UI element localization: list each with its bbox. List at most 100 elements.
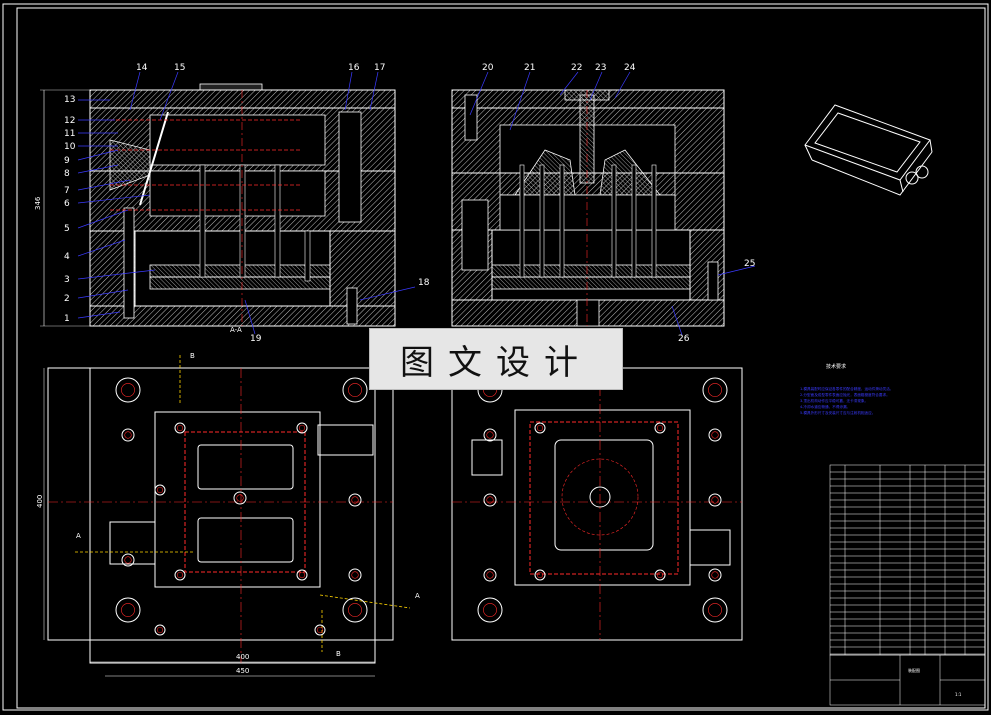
part-label-3: 3 <box>64 275 70 285</box>
mold-hole-right-10-inner <box>536 424 544 432</box>
part-label-4: 4 <box>64 252 70 262</box>
part-label-18: 18 <box>418 278 430 288</box>
plan-right-holes <box>477 377 728 623</box>
part-label-22: 22 <box>571 63 582 73</box>
section-height-dimension: 346 <box>34 196 42 210</box>
title-block-scale: 1:1 <box>955 692 962 697</box>
mold-hole-left-10 <box>174 569 186 581</box>
tech-note-line-1: 1.模具装配时应保证各零件的配合精度，运动件滑动灵活。 <box>800 386 893 391</box>
mold-hole-left-3 <box>342 597 368 623</box>
watermark-banner: 图文设计 <box>369 328 623 390</box>
section-view-left <box>40 83 396 327</box>
part-label-11: 11 <box>64 129 75 139</box>
mold-hole-left-0-inner <box>121 383 135 397</box>
mold-hole-left-3-inner <box>348 603 362 617</box>
tech-note-line-4: 4.冷却水道应畅通，不得渗漏。 <box>800 404 850 409</box>
mold-hole-left-1 <box>342 377 368 403</box>
mold-hole-right-3 <box>702 597 728 623</box>
mold-hole-left-14 <box>314 624 326 636</box>
mold-hole-left-10-inner <box>176 571 184 579</box>
mold-hole-left-12-inner <box>156 486 164 494</box>
mold-hole-right-6 <box>483 568 497 582</box>
mold-hole-right-10 <box>534 422 546 434</box>
mold-hole-left-0 <box>115 377 141 403</box>
plan-left-holes <box>115 377 368 636</box>
part-label-10: 10 <box>64 142 76 152</box>
tech-notes: 技术要求 1.模具装配时应保证各零件的配合精度，运动件滑动灵活。 2.分型面及成… <box>800 363 893 415</box>
section-view-right <box>451 89 725 327</box>
bom-table <box>829 464 986 706</box>
part-label-8: 8 <box>64 169 70 179</box>
tech-note-line-2: 2.分型面及成型零件表面应抛光，表面粗糙度符合要求。 <box>800 392 890 397</box>
mold-hole-right-13-inner <box>656 571 664 579</box>
mold-hole-right-5 <box>483 493 497 507</box>
mold-hole-right-6-inner <box>486 571 494 579</box>
mold-hole-left-14-inner <box>316 626 324 634</box>
part-label-25: 25 <box>744 259 755 269</box>
part-label-19: 19 <box>250 334 262 344</box>
part-label-9: 9 <box>64 156 70 166</box>
plan-height-dimension: 400 <box>36 495 44 508</box>
left-leaders <box>77 71 416 335</box>
mold-hole-right-2-inner <box>483 603 497 617</box>
plan-view-left <box>43 355 411 677</box>
part-label-12: 12 <box>64 116 75 126</box>
mold-hole-left-13 <box>154 624 166 636</box>
mold-hole-left-11 <box>296 569 308 581</box>
mold-hole-left-5 <box>121 553 135 567</box>
mold-hole-right-3-inner <box>708 603 722 617</box>
mold-hole-left-2 <box>115 597 141 623</box>
mold-hole-right-1-inner <box>708 383 722 397</box>
part-label-17: 17 <box>374 63 385 73</box>
mold-hole-right-1 <box>702 377 728 403</box>
mold-hole-left-2-inner <box>121 603 135 617</box>
mold-hole-left-15-inner <box>236 494 244 502</box>
mold-hole-left-9 <box>296 422 308 434</box>
part-label-16: 16 <box>348 63 360 73</box>
part-label-1: 1 <box>64 314 70 324</box>
tech-note-line-3: 3.顶出机构动作应平稳可靠，无卡滞现象。 <box>800 398 868 403</box>
mold-hole-left-12 <box>154 484 166 496</box>
mold-hole-left-4-inner <box>124 431 132 439</box>
mold-hole-left-5-inner <box>124 556 132 564</box>
mold-hole-right-5-inner <box>486 496 494 504</box>
mold-hole-left-1-inner <box>348 383 362 397</box>
plan-dimension-inner: 400 <box>236 653 249 661</box>
part-label-14: 14 <box>136 63 148 73</box>
mold-hole-left-6-inner <box>351 496 359 504</box>
part-label-24: 24 <box>624 63 636 73</box>
plan-dimension-outer: 450 <box>236 667 249 675</box>
mold-hole-right-12-inner <box>536 571 544 579</box>
mold-hole-right-11-inner <box>656 424 664 432</box>
mold-hole-right-8-inner <box>711 496 719 504</box>
mold-hole-right-9 <box>708 568 722 582</box>
mold-hole-left-11-inner <box>298 571 306 579</box>
plan-view-right <box>451 367 743 641</box>
section-label-a-a: A-A <box>230 326 242 334</box>
mold-hole-left-13-inner <box>156 626 164 634</box>
isometric-part-view <box>804 104 933 196</box>
part-label-6: 6 <box>64 199 70 209</box>
tech-notes-title: 技术要求 <box>826 363 846 370</box>
part-label-15: 15 <box>174 63 185 73</box>
mold-hole-right-8 <box>708 493 722 507</box>
section-marker-b-top: B <box>190 352 195 360</box>
mold-hole-right-9-inner <box>711 571 719 579</box>
tech-note-line-5: 5.模具外形尺寸及安装尺寸应与注射机相适应。 <box>800 410 875 415</box>
part-label-21: 21 <box>524 63 535 73</box>
mold-hole-right-7 <box>708 428 722 442</box>
part-label-5: 5 <box>64 224 70 234</box>
left-part-labels: 13 12 11 10 9 8 7 6 5 4 3 2 1 14 15 16 1… <box>64 63 430 344</box>
outer-frame <box>2 3 989 711</box>
mold-hole-left-6 <box>348 493 362 507</box>
mold-hole-left-15 <box>233 491 247 505</box>
mold-hole-left-7-inner <box>351 571 359 579</box>
section-marker-a-right: A <box>415 592 420 600</box>
title-block-drawing-name: 装配图 <box>908 667 920 673</box>
right-part-labels: 20 21 22 23 24 25 26 <box>482 63 755 344</box>
mold-hole-right-13 <box>654 569 666 581</box>
mold-hole-left-7 <box>348 568 362 582</box>
part-label-26: 26 <box>678 334 690 344</box>
mold-hole-left-9-inner <box>298 424 306 432</box>
